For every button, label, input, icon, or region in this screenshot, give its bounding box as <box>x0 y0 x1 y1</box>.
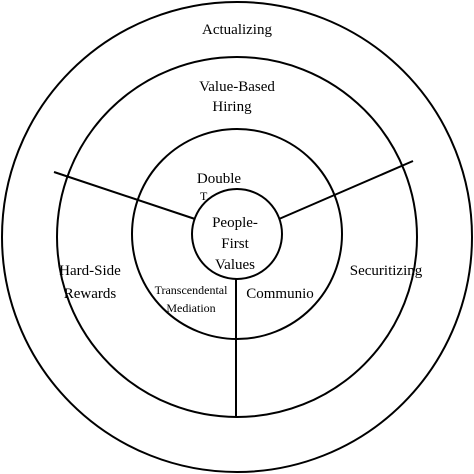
label-hiring: Hiring <box>212 99 252 115</box>
label-actualizing: Actualizing <box>202 22 272 38</box>
label-mediation: Mediation <box>166 301 215 315</box>
label-people: People- <box>212 215 258 231</box>
divider-left <box>53 171 196 220</box>
label-communio: Communio <box>246 286 314 302</box>
divider-right <box>278 160 414 220</box>
label-rewards: Rewards <box>64 286 117 302</box>
label-first: First <box>221 236 249 252</box>
label-securitizing: Securitizing <box>350 263 423 279</box>
label-double: Double <box>197 171 242 187</box>
label-transcendental: Transcendental <box>155 283 229 297</box>
label-value-based: Value-Based <box>199 79 275 95</box>
label-hard-side: Hard-Side <box>59 263 121 279</box>
label-double-cut: T <box>200 189 208 203</box>
label-values: Values <box>215 257 255 273</box>
